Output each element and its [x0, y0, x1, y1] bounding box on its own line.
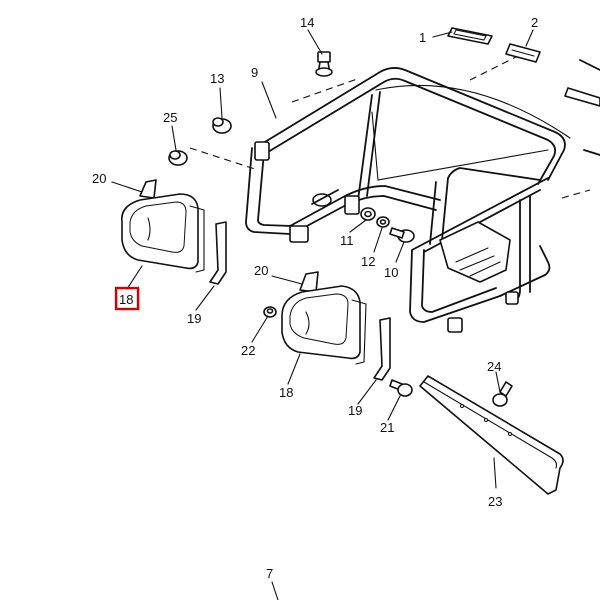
- part-11-washer: [360, 207, 376, 221]
- callout-25: 25: [163, 110, 177, 125]
- part-20-bracket-right: [299, 271, 319, 293]
- part-2-label: [505, 43, 541, 63]
- callout-24: 24: [487, 359, 501, 374]
- frame-part-9: [245, 59, 600, 333]
- dashed-leader: [291, 77, 361, 103]
- callout-22: 22: [241, 343, 255, 358]
- dashed-leader: [561, 189, 591, 199]
- callout-2: 2: [531, 15, 538, 30]
- callout-1: 1: [419, 30, 426, 45]
- callout-18-right: 18: [279, 385, 293, 400]
- callout-19-left: 19: [187, 311, 201, 326]
- part-22-nut: [263, 306, 277, 318]
- part-18-housing-right: [281, 285, 367, 365]
- callout-11: 11: [340, 233, 354, 248]
- callout-10: 10: [384, 265, 398, 280]
- part-10-bolt: [389, 227, 415, 243]
- part-21-bolt: [389, 379, 413, 397]
- leader-lines: [111, 29, 534, 600]
- callout-9: 9: [251, 65, 258, 80]
- part-18-housing-left: [121, 193, 205, 273]
- part-25-cap: [168, 150, 188, 166]
- callout-14: 14: [300, 15, 314, 30]
- callout-23: 23: [488, 494, 502, 509]
- part-19-bracket-left: [209, 221, 227, 285]
- dashed-leader: [189, 147, 259, 171]
- callout-20-right: 20: [254, 263, 268, 278]
- callout-21: 21: [380, 420, 394, 435]
- part-23-mud-flap: [419, 375, 564, 495]
- part-20-bracket-left: [139, 179, 157, 199]
- part-24-fastener: [492, 381, 513, 407]
- part-13-cap: [212, 117, 232, 134]
- part-12-washer: [376, 216, 390, 228]
- callout-19-right: 19: [348, 403, 362, 418]
- part-14-bolt: [315, 51, 333, 77]
- callout-12: 12: [361, 254, 375, 269]
- part-19-bracket-right: [373, 317, 391, 381]
- highlight-box: [114, 286, 140, 311]
- callout-7: 7: [266, 566, 273, 581]
- callout-20-left: 20: [92, 171, 106, 186]
- callout-13: 13: [210, 71, 224, 86]
- label-strip: [564, 87, 600, 107]
- callout-18-left: 18: [119, 292, 133, 307]
- part-1-label: [447, 27, 493, 45]
